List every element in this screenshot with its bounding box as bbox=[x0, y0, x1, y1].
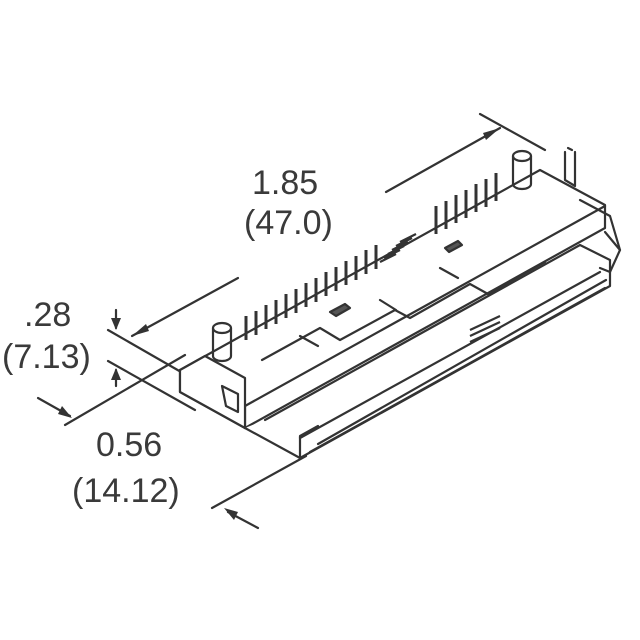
width-dim-mm: (14.12) bbox=[72, 472, 180, 510]
bent-pins bbox=[379, 233, 501, 343]
length-dim-line-right bbox=[384, 126, 502, 194]
length-arrow-left-icon bbox=[132, 324, 149, 336]
height-dim-mm: (7.13) bbox=[2, 338, 91, 376]
length-dim-mm: (47.0) bbox=[244, 204, 333, 242]
pin-row bbox=[244, 173, 498, 340]
height-dim-inch: .28 bbox=[24, 296, 72, 334]
length-dim-line-left bbox=[130, 276, 240, 338]
length-arrow-right-icon bbox=[483, 128, 500, 140]
length-extension-line bbox=[478, 112, 547, 152]
length-dim-inch: 1.85 bbox=[252, 164, 319, 202]
height-arrow-down-icon bbox=[111, 318, 121, 330]
height-arrow-up-icon bbox=[111, 368, 121, 380]
width-arrow-left-icon bbox=[58, 406, 72, 418]
width-arrow-right-icon bbox=[224, 508, 238, 520]
width-dim-inch: 0.56 bbox=[96, 426, 163, 464]
